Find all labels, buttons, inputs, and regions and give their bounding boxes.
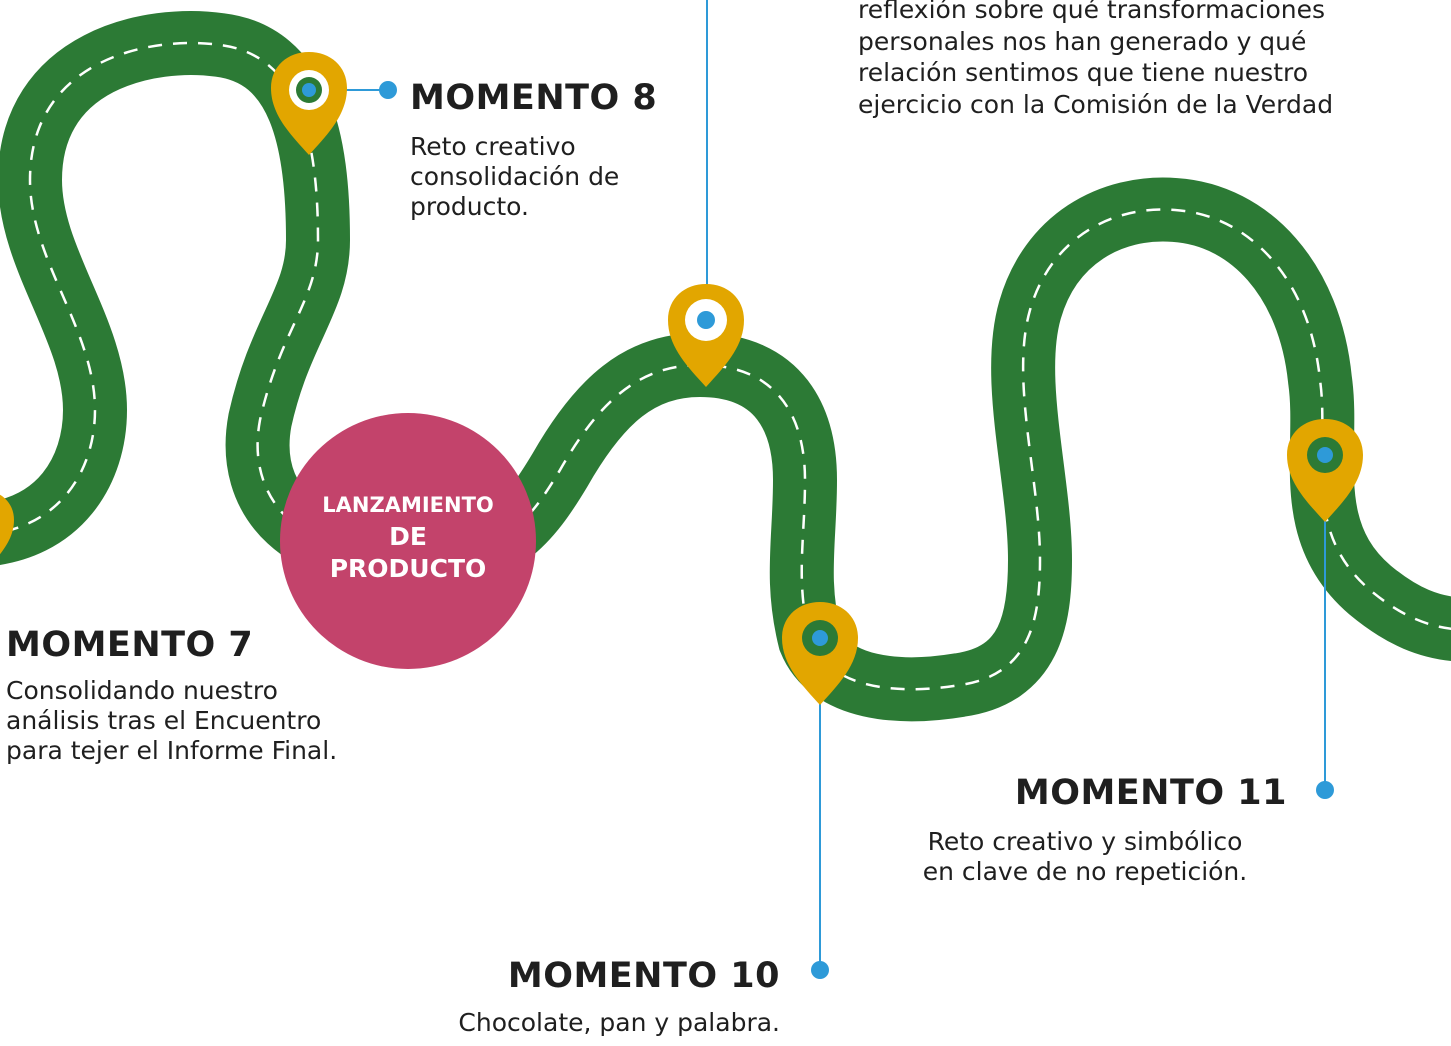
moment-8-line-3: producto. bbox=[410, 192, 529, 221]
top-note-line-1: reflexión sobre qué transformaciones bbox=[858, 0, 1326, 24]
moment-10-line-1: Chocolate, pan y palabra. bbox=[458, 1008, 780, 1037]
moment-7-line-3: para tejer el Informe Final. bbox=[6, 736, 338, 765]
map-pin-icon bbox=[668, 284, 744, 387]
connector-dot bbox=[1316, 781, 1334, 799]
map-pin-icon bbox=[0, 494, 14, 555]
top-note-line-3: relación sentimos que tiene nuestro bbox=[858, 58, 1309, 87]
launch-badge bbox=[280, 413, 536, 669]
map-pin-icon bbox=[1287, 419, 1363, 522]
badge-line-2: DE bbox=[389, 522, 427, 551]
top-note-line-4: ejercicio con la Comisión de la Verdad bbox=[858, 89, 1334, 119]
launch-badge-label: LANZAMIENTO DE PRODUCTO bbox=[290, 489, 526, 585]
moment-10-title: MOMENTO 10 bbox=[507, 956, 780, 996]
moment-7-line-2: análisis tras el Encuentro bbox=[6, 706, 322, 735]
moment-10-description: Chocolate, pan y palabra. bbox=[330, 1008, 780, 1038]
pins bbox=[0, 52, 1363, 705]
moment-11-title: MOMENTO 11 bbox=[1014, 773, 1287, 813]
moment-11-line-2: en clave de no repetición. bbox=[922, 857, 1248, 886]
road-center-line bbox=[0, 41, 1451, 691]
top-note-line-2: personales nos han generado y qué bbox=[858, 26, 1307, 56]
map-pin-icon bbox=[782, 602, 858, 705]
map-pin-icon bbox=[271, 52, 347, 155]
road bbox=[0, 11, 1451, 722]
connector-dot bbox=[379, 81, 397, 99]
moment-7-description: Consolidando nuestro análisis tras el En… bbox=[6, 676, 426, 766]
moment-7-title: MOMENTO 7 bbox=[6, 625, 254, 665]
badge-line-1: LANZAMIENTO bbox=[322, 493, 494, 517]
moment-11-line-1: Reto creativo y simbólico bbox=[927, 827, 1243, 856]
moment-8-line-2: consolidación de bbox=[410, 162, 620, 191]
moment-8-description: Reto creativo consolidación de producto. bbox=[410, 132, 710, 222]
badge-line-3: PRODUCTO bbox=[329, 554, 487, 583]
moment-8-line-1: Reto creativo bbox=[410, 132, 576, 161]
moment-8-title: MOMENTO 8 bbox=[410, 78, 658, 118]
top-note: reflexión sobre qué transformaciones per… bbox=[858, 0, 1448, 120]
moment-7-line-1: Consolidando nuestro bbox=[6, 676, 278, 705]
moment-11-description: Reto creativo y simbólico en clave de no… bbox=[870, 827, 1300, 887]
connector-dot bbox=[811, 961, 829, 979]
